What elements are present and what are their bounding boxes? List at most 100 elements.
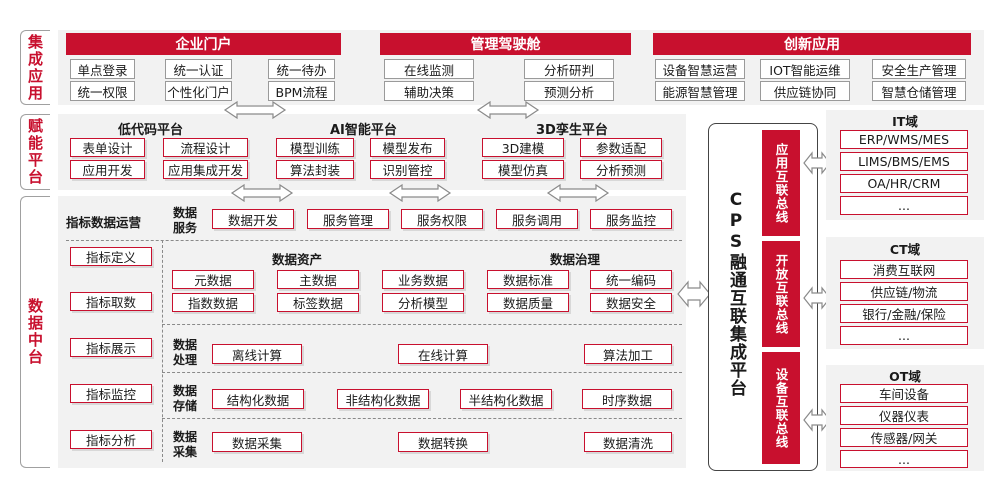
storage-item: 非结构化数据 <box>337 389 429 409</box>
low-code-item: 应用开发 <box>70 160 145 179</box>
cockpit-item: 在线监测 <box>384 59 474 79</box>
collection-item: 数据采集 <box>212 432 302 452</box>
data-collection-label: 数据采集 <box>172 430 197 459</box>
data-storage-label: 数据存储 <box>172 384 197 413</box>
ct-domain-item: 供应链/物流 <box>840 282 968 301</box>
indicator-item: 指标取数 <box>70 292 152 311</box>
indicator-divider <box>162 240 163 462</box>
low-code-item: 表单设计 <box>70 138 145 157</box>
section-divider <box>162 418 682 419</box>
section-divider <box>162 324 682 325</box>
ot-domain-item: 仪器仪表 <box>840 406 968 425</box>
twin-item: 分析预测 <box>580 160 662 179</box>
portal-item: 统一认证 <box>165 59 232 79</box>
innovation-item: 智慧仓储管理 <box>872 81 966 101</box>
asset-item: 元数据 <box>172 270 254 289</box>
collection-item: 数据清洗 <box>584 432 672 452</box>
cockpit-title: 管理驾驶舱 <box>380 33 631 55</box>
governance-item: 数据质量 <box>487 293 569 312</box>
ct-domain-title: CT域 <box>889 242 921 257</box>
ot-domain-title: OT域 <box>889 369 921 384</box>
cps-platform-title: CPS融通互联集成平台 <box>726 190 746 397</box>
service-item: 服务权限 <box>401 209 483 229</box>
indicator-item: 指标分析 <box>70 430 152 449</box>
indicator-item: 指标展示 <box>70 338 152 357</box>
asset-item: 分析模型 <box>382 293 464 312</box>
indicator-item: 指标定义 <box>70 247 152 266</box>
ai-item: 模型训练 <box>276 138 354 157</box>
it-domain-item: LIMS/BMS/EMS <box>840 152 968 171</box>
it-domain-item: OA/HR/CRM <box>840 174 968 193</box>
processing-item: 离线计算 <box>212 344 302 364</box>
portal-item: BPM流程 <box>268 81 335 101</box>
double-arrow-icon <box>677 280 711 308</box>
asset-item: 主数据 <box>277 270 359 289</box>
device-bus: 设备互联总线 <box>762 352 800 464</box>
ct-domain-item: 银行/金融/保险 <box>840 304 968 323</box>
governance-item: 统一编码 <box>590 270 672 289</box>
cockpit-item: 辅助决策 <box>384 81 474 101</box>
service-item: 服务监控 <box>590 209 672 229</box>
service-item: 服务调用 <box>496 209 578 229</box>
governance-item: 数据标准 <box>487 270 569 289</box>
asset-item: 指数数据 <box>172 293 254 312</box>
ot-domain-item: 传感器/网关 <box>840 428 968 447</box>
row-label-data-center: 数据中台 <box>20 196 50 468</box>
data-processing-label: 数据处理 <box>172 338 197 367</box>
innovation-title: 创新应用 <box>653 33 971 55</box>
enterprise-portal-title: 企业门户 <box>66 33 341 55</box>
ot-domain-item: ... <box>840 450 968 468</box>
storage-item: 半结构化数据 <box>460 389 552 409</box>
asset-item: 业务数据 <box>382 270 464 289</box>
cockpit-item: 分析研判 <box>524 59 614 79</box>
twin-item: 参数适配 <box>580 138 662 157</box>
ai-item: 识别管控 <box>370 160 445 179</box>
double-arrow-icon <box>546 183 610 203</box>
low-code-item: 流程设计 <box>163 138 248 157</box>
ai-item: 算法封装 <box>276 160 354 179</box>
low-code-item: 应用集成开发 <box>163 160 248 179</box>
asset-item: 标签数据 <box>277 293 359 312</box>
portal-item: 统一权限 <box>70 81 135 101</box>
low-code-title: 低代码平台 <box>118 123 184 138</box>
data-services-label: 数据服务 <box>172 206 197 235</box>
storage-item: 时序数据 <box>582 389 672 409</box>
double-arrow-icon <box>230 183 294 203</box>
collection-item: 数据转换 <box>398 432 488 452</box>
section-divider <box>66 240 682 241</box>
it-domain-item: ERP/WMS/MES <box>840 130 968 149</box>
portal-item: 统一待办 <box>268 59 335 79</box>
service-item: 服务管理 <box>307 209 389 229</box>
service-item: 数据开发 <box>212 209 294 229</box>
innovation-item: 设备智慧运营 <box>655 59 745 79</box>
ai-platform-title: AI智能平台 <box>330 123 397 138</box>
ct-domain-item: ... <box>840 326 968 345</box>
row-label-integration: 集成应用 <box>20 30 50 105</box>
application-bus: 应用互联总线 <box>762 130 800 236</box>
data-governance-title: 数据治理 <box>550 252 601 267</box>
innovation-item: 能源智慧管理 <box>655 81 745 101</box>
indicator-item: 指标监控 <box>70 384 152 403</box>
twin-platform-title: 3D孪生平台 <box>536 123 608 138</box>
data-assets-title: 数据资产 <box>272 252 323 267</box>
indicator-ops-title: 指标数据运营 <box>66 215 142 230</box>
it-domain-item: ... <box>840 196 968 215</box>
cockpit-item: 预测分析 <box>524 81 614 101</box>
portal-item: 单点登录 <box>70 59 135 79</box>
double-arrow-icon <box>223 100 287 120</box>
innovation-item: 供应链协同 <box>760 81 850 101</box>
portal-item: 个性化门户 <box>165 81 232 101</box>
innovation-item: 安全生产管理 <box>872 59 966 79</box>
row-label-enabling: 赋能平台 <box>20 114 50 190</box>
ct-domain-item: 消费互联网 <box>840 260 968 279</box>
innovation-item: IOT智能运维 <box>760 59 850 79</box>
ot-domain-item: 车间设备 <box>840 384 968 403</box>
twin-item: 3D建模 <box>482 138 564 157</box>
section-divider <box>162 372 682 373</box>
it-domain-title: IT域 <box>892 114 918 129</box>
data-center-zone <box>58 196 686 468</box>
processing-item: 在线计算 <box>398 344 488 364</box>
double-arrow-icon <box>476 100 540 120</box>
ai-item: 模型发布 <box>370 138 445 157</box>
twin-item: 模型仿真 <box>482 160 564 179</box>
